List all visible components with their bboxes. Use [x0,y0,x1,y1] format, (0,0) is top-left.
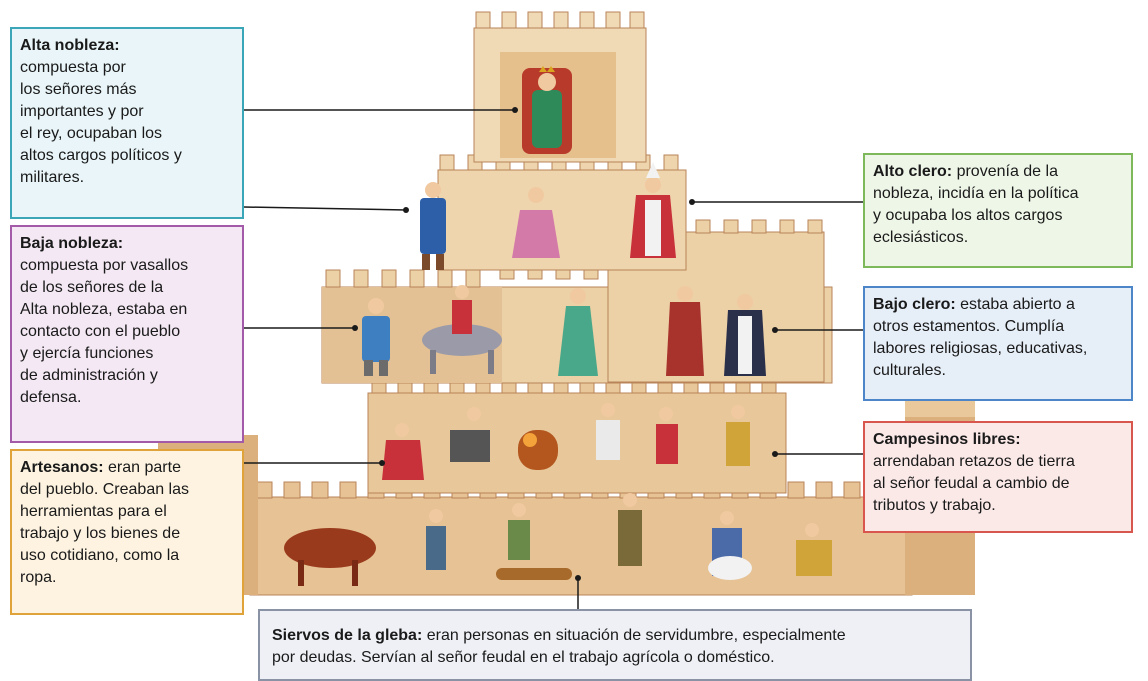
bajo-clero-box: Bajo clero: estaba abierto a otros estam… [863,286,1133,401]
artesanos-box: Artesanos: eran parte del pueblo. Creaba… [10,449,244,615]
bajo-clero-title: Bajo clero: [873,296,956,313]
alta-nobleza-line: el rey, ocupaban los [20,125,163,142]
campesinos-line: arrendaban retazos de tierra [873,453,1075,470]
artesanos-line: herramientas para el [20,503,167,520]
alto-clero-line: eclesiásticos. [873,229,969,246]
alto-clero-box: Alto clero: provenía de la nobleza, inci… [863,153,1133,268]
baja-nobleza-line: Alta nobleza, estaba en [20,301,188,318]
figure-monk-dark [724,294,766,376]
siervos-title: Siervos de la gleba: [272,627,423,644]
baja-nobleza-box: Baja nobleza: compuesta por vasallos de … [10,225,244,443]
baja-nobleza-title: Baja nobleza: [20,235,124,252]
alto-clero-first: provenía de la [952,163,1058,180]
baja-nobleza-line: contacto con el pueblo [20,323,181,340]
figure-knight-standing [362,298,390,376]
alta-nobleza-title: Alta nobleza: [20,37,120,54]
artesanos-line: trabajo y los bienes de [20,525,181,542]
figure-noblewoman [558,288,598,376]
figure-monk-red [666,286,704,376]
campesinos-line: tributos y trabajo. [873,497,996,514]
figure-knight-horse [422,285,502,374]
figure-king [522,66,572,154]
alta-nobleza-line: importantes y por [20,103,144,120]
baja-nobleza-line: de administración y [20,367,158,384]
figure-lady [512,187,560,258]
bajo-clero-line: otros estamentos. Cumplía [873,318,1065,335]
leader-lines [243,109,863,609]
alto-clero-title: Alto clero: [873,163,953,180]
alta-nobleza-line: compuesta por [20,59,126,76]
artesanos-title: Artesanos: [20,459,104,476]
bajo-clero-line: labores religiosas, educativas, [873,340,1088,357]
alto-clero-line: y ocupaba los altos cargos [873,207,1063,224]
artesanos-line: del pueblo. Creaban las [20,481,190,498]
alta-nobleza-line: militares. [20,169,85,186]
figure-bishop [630,162,676,258]
bajo-clero-first: estaba abierto a [955,296,1075,313]
figures-serfs [284,493,832,586]
baja-nobleza-line: y ejercía funciones [20,345,154,362]
baja-nobleza-line: defensa. [20,389,82,406]
alta-nobleza-line: los señores más [20,81,137,98]
campesinos-title: Campesinos libres: [873,431,1021,448]
baja-nobleza-line: de los señores de la [20,279,164,296]
siervos-line: por deudas. Servían al señor feudal en e… [272,649,775,666]
artesanos-first: eran parte [103,459,181,476]
siervos-first: eran personas en situación de servidumbr… [422,627,846,644]
artesanos-line: ropa. [20,569,57,586]
alta-nobleza-box: Alta nobleza: compuesta por los señores … [10,27,244,219]
siervos-box: Siervos de la gleba: eran personas en si… [258,609,972,681]
alto-clero-line: nobleza, incidía en la política [873,185,1079,202]
alta-nobleza-line: altos cargos políticos y [20,147,182,164]
campesinos-line: al señor feudal a cambio de [873,475,1070,492]
artesanos-line: uso cotidiano, como la [20,547,180,564]
figures-craftsmen [382,403,750,480]
castle-tier-3 [367,377,787,494]
leader-dots [352,107,778,581]
bajo-clero-line: culturales. [873,362,946,379]
campesinos-box: Campesinos libres: arrendaban retazos de… [863,421,1133,533]
baja-nobleza-line: compuesta por vasallos [20,257,189,274]
figure-nobleman [420,182,446,270]
